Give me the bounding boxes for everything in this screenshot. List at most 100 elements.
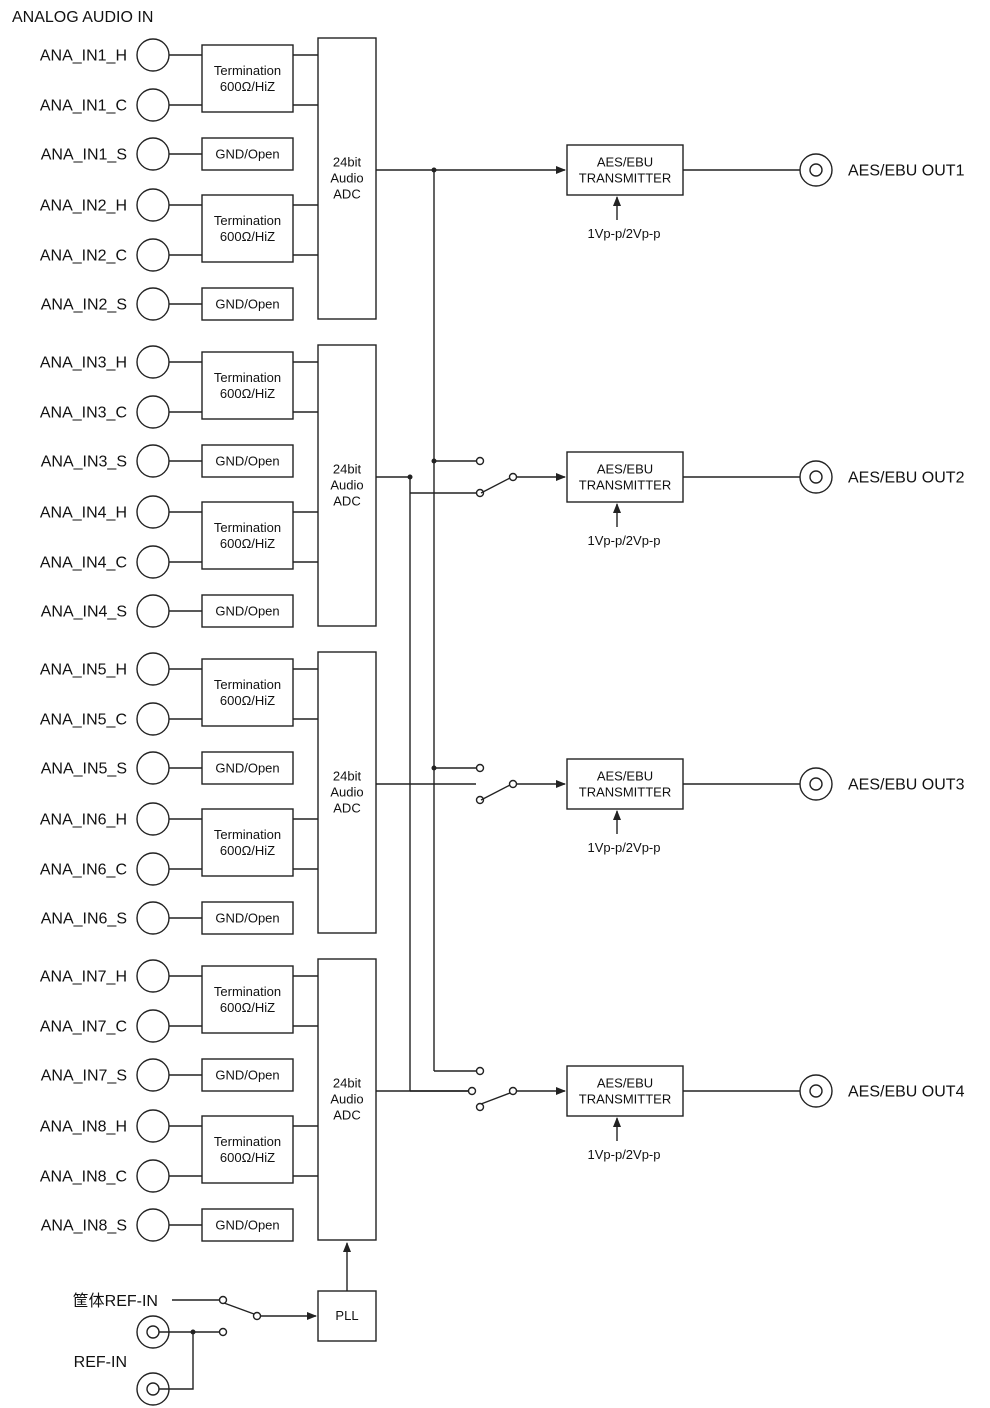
- adc-label: ADC: [333, 1108, 360, 1123]
- pll-label: PLL: [335, 1308, 358, 1323]
- adc-group-4: ANA_IN7_HANA_IN7_CANA_IN7_STermination60…: [40, 958, 377, 1242]
- gnd-open-box: [201, 1058, 294, 1092]
- bnc-connector-icon: [146, 1382, 160, 1396]
- gnd-open-box: [201, 287, 294, 321]
- termination-box: [201, 44, 294, 113]
- switch-contact: [475, 1102, 485, 1112]
- adc-group-3: ANA_IN5_HANA_IN5_CANA_IN5_STermination60…: [40, 651, 377, 935]
- termination-label: 600Ω/HiZ: [220, 79, 275, 94]
- termination-label: 600Ω/HiZ: [220, 693, 275, 708]
- input-connector-icon: [136, 1159, 170, 1193]
- bnc-connector-icon: [809, 163, 823, 177]
- output-label: AES/EBU OUT4: [848, 1084, 965, 1101]
- input-label: ANA_IN6_H: [40, 812, 127, 829]
- input-connector-icon: [136, 802, 170, 836]
- adc-label: 24bit: [333, 769, 362, 784]
- input-connector-icon: [136, 1109, 170, 1143]
- signal-routing: [376, 166, 566, 1112]
- gnd-open-label: GND/Open: [215, 761, 279, 776]
- bnc-connector-icon: [809, 470, 823, 484]
- junction-dot: [431, 765, 437, 771]
- gnd-open-label: GND/Open: [215, 147, 279, 162]
- input-label: ANA_IN3_C: [40, 405, 127, 422]
- transmitter-label: AES/EBU: [597, 155, 653, 170]
- input-label: ANA_IN7_S: [41, 1068, 127, 1085]
- input-connector-icon: [136, 444, 170, 478]
- switch-common: [508, 472, 518, 482]
- input-label: ANA_IN7_H: [40, 969, 127, 986]
- transmitter-label: TRANSMITTER: [579, 171, 671, 186]
- termination-box: [201, 658, 294, 727]
- termination-label: Termination: [214, 984, 281, 999]
- gnd-open-box: [201, 444, 294, 478]
- adc-label: Audio: [330, 1092, 363, 1107]
- gnd-open-label: GND/Open: [215, 454, 279, 469]
- input-connector-icon: [136, 702, 170, 736]
- gnd-open-box: [201, 137, 294, 171]
- termination-box: [201, 965, 294, 1034]
- input-connector-icon: [136, 901, 170, 935]
- input-connector-icon: [136, 959, 170, 993]
- termination-box: [201, 1115, 294, 1184]
- adc-label: Audio: [330, 785, 363, 800]
- switch-contact: [475, 763, 485, 773]
- input-connector-icon: [136, 38, 170, 72]
- switch-contact: [475, 1066, 485, 1076]
- input-label: ANA_IN4_S: [41, 604, 127, 621]
- switch-contact: [475, 456, 485, 466]
- input-label: ANA_IN4_C: [40, 555, 127, 572]
- input-connector-icon: [136, 1058, 170, 1092]
- ref-internal-label: 筐体REF-IN: [73, 1292, 158, 1310]
- adc-label: ADC: [333, 494, 360, 509]
- input-connector-icon: [136, 652, 170, 686]
- bnc-connector-icon: [809, 777, 823, 791]
- input-label: ANA_IN2_C: [40, 248, 127, 265]
- transmitter-label: AES/EBU: [597, 769, 653, 784]
- adc-box: [317, 344, 377, 627]
- switch-blade: [223, 1302, 255, 1315]
- bnc-connector-icon: [146, 1325, 160, 1339]
- transmitter-label: TRANSMITTER: [579, 1092, 671, 1107]
- termination-label: 600Ω/HiZ: [220, 536, 275, 551]
- adc-label: 24bit: [333, 155, 362, 170]
- termination-label: Termination: [214, 370, 281, 385]
- switch-blade: [480, 784, 511, 801]
- termination-label: Termination: [214, 1134, 281, 1149]
- analog-input-section: ANA_IN1_HANA_IN1_CANA_IN1_STermination60…: [40, 37, 377, 1242]
- switch-contact: [475, 488, 485, 498]
- gnd-open-box: [201, 901, 294, 935]
- gnd-open-label: GND/Open: [215, 911, 279, 926]
- transmitter-label: TRANSMITTER: [579, 478, 671, 493]
- transmitter-box: [566, 758, 684, 810]
- junction-dot: [431, 458, 437, 464]
- transmitter-box: [566, 144, 684, 196]
- input-label: ANA_IN1_C: [40, 98, 127, 115]
- level-label: 1Vp-p/2Vp-p: [588, 840, 661, 855]
- wire: [159, 1332, 194, 1390]
- termination-box: [201, 194, 294, 263]
- transmitter-label: AES/EBU: [597, 462, 653, 477]
- input-label: ANA_IN7_C: [40, 1019, 127, 1036]
- input-label: ANA_IN1_H: [40, 48, 127, 65]
- input-connector-icon: [136, 395, 170, 429]
- adc-label: ADC: [333, 801, 360, 816]
- switch-common: [508, 1086, 518, 1096]
- input-label: ANA_IN3_H: [40, 355, 127, 372]
- adc-group-1: ANA_IN1_HANA_IN1_CANA_IN1_STermination60…: [40, 37, 377, 321]
- adc-box: [317, 651, 377, 934]
- output-label: AES/EBU OUT3: [848, 777, 965, 794]
- switch-common: [508, 779, 518, 789]
- input-connector-icon: [136, 238, 170, 272]
- termination-label: 600Ω/HiZ: [220, 386, 275, 401]
- output-label: AES/EBU OUT1: [848, 163, 965, 180]
- input-connector-icon: [136, 88, 170, 122]
- adc-box: [317, 37, 377, 320]
- termination-label: 600Ω/HiZ: [220, 229, 275, 244]
- adc-label: 24bit: [333, 1076, 362, 1091]
- termination-label: Termination: [214, 520, 281, 535]
- switch-blade: [480, 1092, 511, 1105]
